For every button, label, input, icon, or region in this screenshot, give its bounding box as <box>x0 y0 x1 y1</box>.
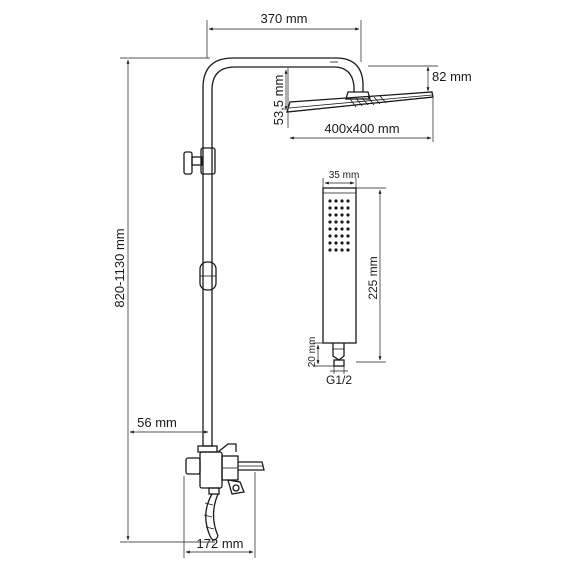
head-drop-label: 82 mm <box>432 69 472 84</box>
mixer-width-dimension: 172 mm <box>183 472 256 558</box>
head-size-dimension: 400x400 mm <box>289 98 434 142</box>
hand-shower-width-label: 35 mm <box>329 170 360 181</box>
head-drop-dimension: 82 mm <box>368 65 472 92</box>
thread-size-label: G1/2 <box>326 373 352 387</box>
overhead-shower-head <box>286 91 434 113</box>
riser-pipe <box>202 57 364 442</box>
arm-length-dimension: 370 mm <box>206 11 362 62</box>
wall-offset-dimension: 56 mm <box>129 415 209 434</box>
connector-height-label: 20 mm <box>307 337 318 368</box>
hand-shower-length-label: 225 mm <box>366 256 380 299</box>
head-size-label: 400x400 mm <box>324 121 399 136</box>
spray-nozzles <box>328 199 350 252</box>
diverter-knob <box>183 147 216 175</box>
mixer-assembly <box>185 442 265 541</box>
total-height-dimension: 820-1130 mm <box>112 57 215 543</box>
arm-length-label: 370 mm <box>261 11 308 26</box>
slide-holder <box>199 261 217 291</box>
total-height-label: 820-1130 mm <box>112 228 127 307</box>
mixer-width-label: 172 mm <box>197 536 244 551</box>
head-thickness-dimension: 53,5 mm <box>271 68 289 128</box>
head-thickness-label: 53,5 mm <box>271 75 286 126</box>
hand-shower: 35 mm 225 mm <box>307 170 386 387</box>
wall-offset-label: 56 mm <box>137 415 177 430</box>
